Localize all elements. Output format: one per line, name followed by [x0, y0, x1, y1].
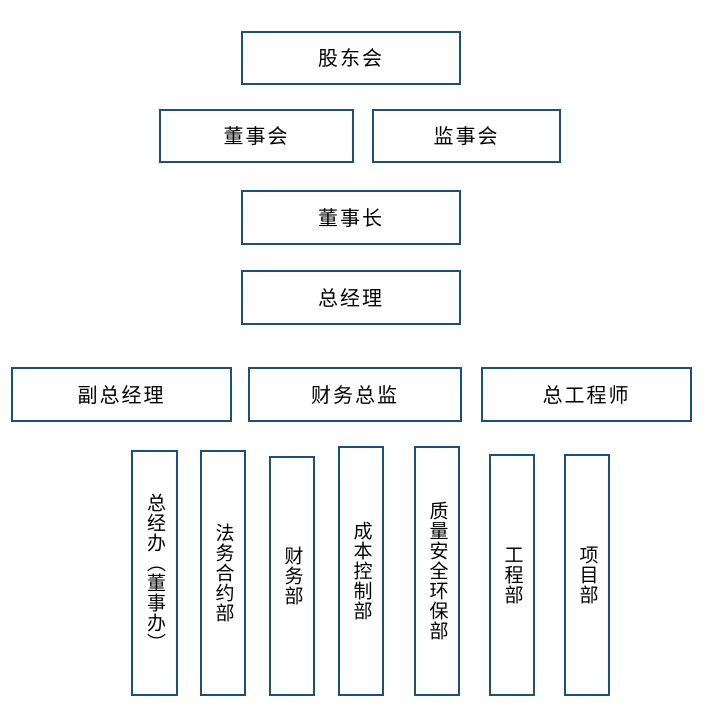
- org-node-chief-engineer[interactable]: 总工程师: [481, 367, 692, 422]
- org-node-label: 成本控制部: [350, 521, 373, 621]
- org-node-quality-safety-environment-department[interactable]: 质量安全环保部: [414, 446, 460, 696]
- org-node-gm-office[interactable]: 总经办（董事办）: [131, 450, 178, 696]
- org-node-label: 监事会: [433, 124, 500, 148]
- org-node-board-of-directors[interactable]: 董事会: [159, 109, 354, 163]
- org-node-finance-department[interactable]: 财务部: [269, 456, 315, 696]
- org-node-label: 财务部: [281, 546, 304, 606]
- org-node-board-of-supervisors[interactable]: 监事会: [372, 109, 561, 163]
- org-node-label: 总工程师: [542, 382, 631, 407]
- org-node-label: 股东会: [318, 46, 384, 70]
- org-node-label: 工程部: [501, 545, 524, 605]
- org-node-label: 副总经理: [77, 382, 166, 407]
- org-node-shareholders-meeting[interactable]: 股东会: [241, 31, 461, 85]
- org-node-label: 质量安全环保部: [426, 501, 449, 641]
- org-node-label: 财务总监: [311, 382, 399, 407]
- org-node-legal-contract-department[interactable]: 法务合约部: [200, 450, 246, 696]
- org-node-general-manager[interactable]: 总经理: [241, 270, 461, 325]
- org-node-label: 法务合约部: [212, 523, 235, 623]
- org-node-label: 董事会: [223, 124, 290, 148]
- org-node-label: 董事长: [318, 205, 384, 230]
- org-node-label: 项目部: [576, 545, 599, 605]
- org-node-label: 总经办（董事办）: [144, 493, 167, 653]
- org-node-deputy-general-manager[interactable]: 副总经理: [11, 367, 232, 422]
- org-node-engineering-department[interactable]: 工程部: [489, 454, 535, 696]
- org-node-chairman[interactable]: 董事长: [241, 190, 461, 245]
- org-node-cost-control-department[interactable]: 成本控制部: [338, 446, 384, 696]
- org-node-finance-director[interactable]: 财务总监: [248, 367, 462, 422]
- org-node-label: 总经理: [318, 285, 384, 310]
- org-node-project-department[interactable]: 项目部: [564, 454, 610, 696]
